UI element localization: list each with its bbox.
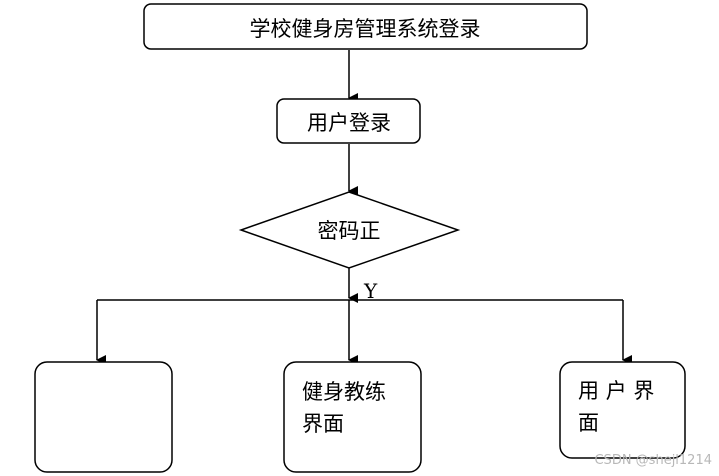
coach-interface-label-line2: 界面 [302, 412, 344, 436]
user-interface-box: 用 户 界 面 [559, 361, 686, 459]
output-box-left [34, 361, 173, 473]
coach-interface-box: 健身教练 界面 [283, 361, 422, 473]
user-login-box: 用户登录 [276, 98, 421, 144]
yes-label: Y [363, 279, 378, 303]
password-decision: 密码正 [238, 191, 461, 269]
coach-interface-label-line1: 健身教练 [302, 380, 386, 404]
user-interface-label-line2: 面 [578, 411, 599, 435]
title-box-label: 学校健身房管理系统登录 [250, 17, 481, 41]
user-login-label: 用户登录 [307, 111, 391, 135]
title-box: 学校健身房管理系统登录 [143, 3, 588, 50]
watermark-text: CSDN @shejl1214 [594, 453, 712, 468]
user-interface-label-line1: 用 户 界 [578, 379, 654, 403]
decision-label: 密码正 [318, 219, 381, 243]
